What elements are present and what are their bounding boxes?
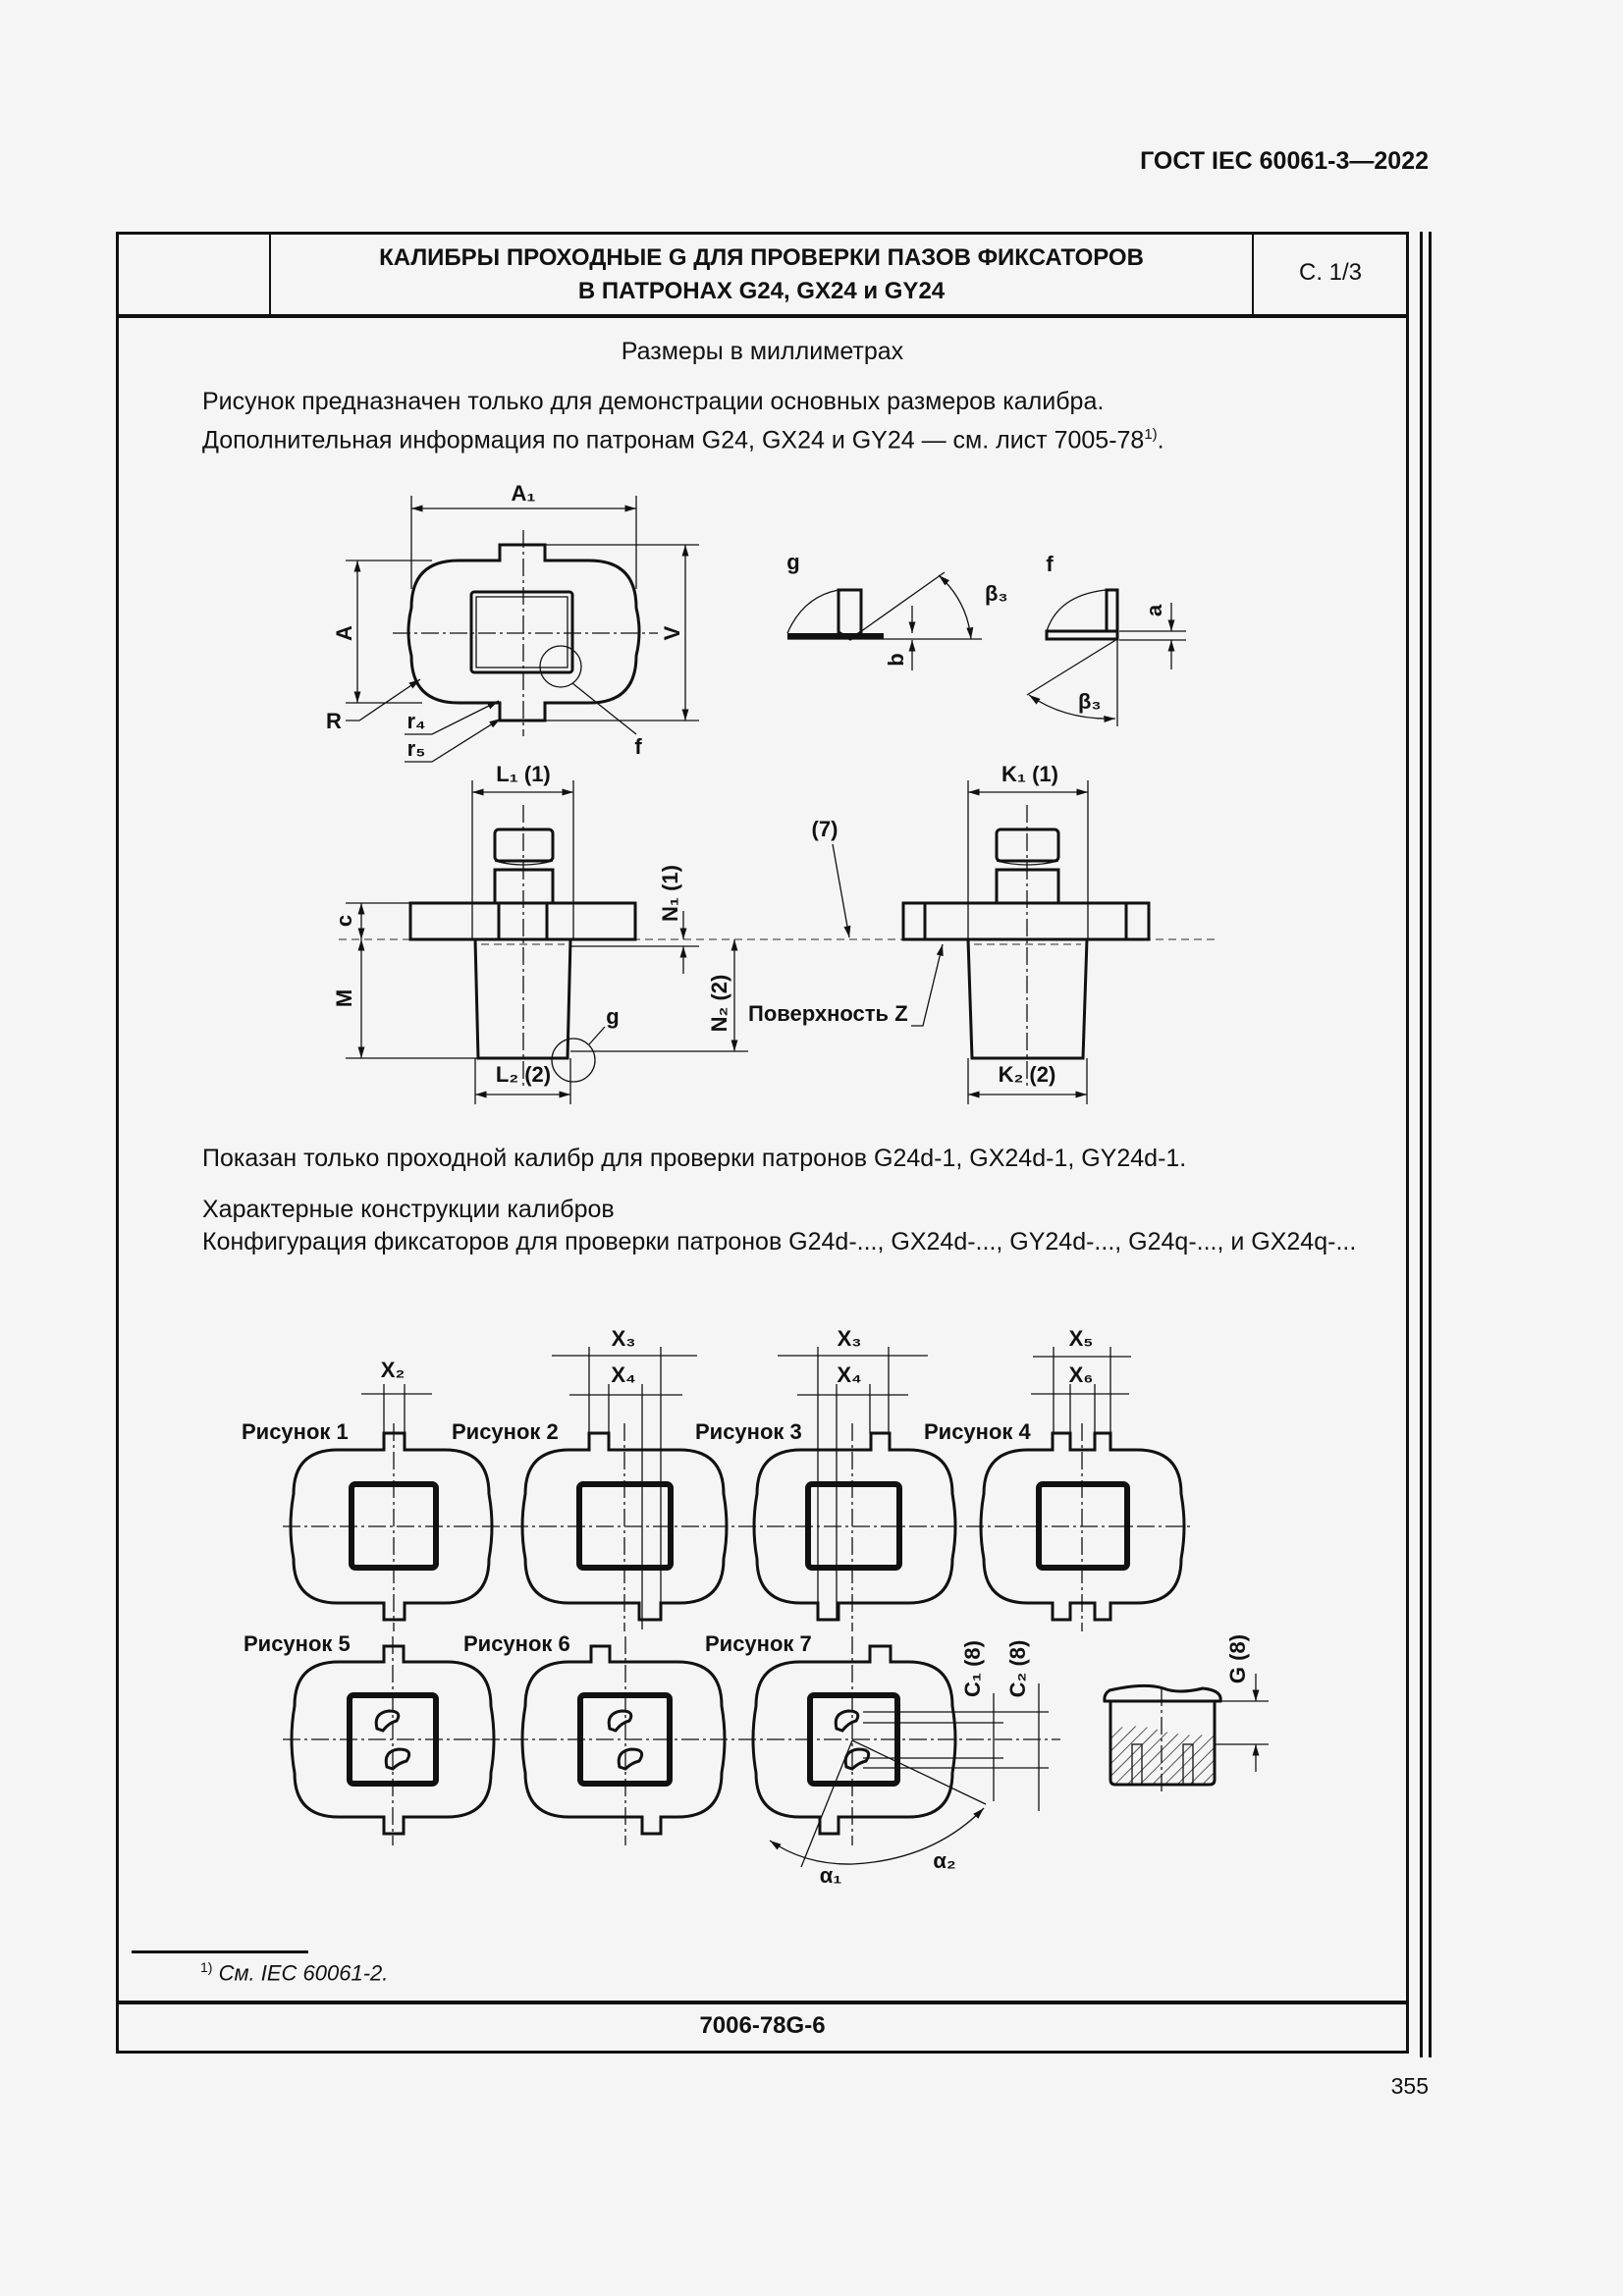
label-G: G (8) xyxy=(1225,1634,1250,1683)
intro-line-2-text: Дополнительная информация по патронам G2… xyxy=(202,426,1145,454)
detail-f: f β₃ a xyxy=(1026,552,1186,726)
label-R: R xyxy=(326,709,342,733)
figure-3-socket xyxy=(805,1481,902,1571)
label-beta3-g: β₃ xyxy=(985,581,1008,606)
frame-double-line xyxy=(1429,232,1432,2057)
footnote-separator xyxy=(132,1950,308,1953)
label-r4: r₄ xyxy=(406,709,425,733)
figure-3-outline xyxy=(752,1431,957,1622)
title-line-2: В ПАТРОНАХ G24, GX24 и GY24 xyxy=(577,278,946,304)
figure-1-outline xyxy=(289,1431,494,1622)
label-L2: L₂ (2) xyxy=(496,1062,551,1087)
page-number: 355 xyxy=(1390,2073,1429,2099)
square-socket-inner xyxy=(475,596,568,668)
figure-7-slot-upper xyxy=(834,1709,860,1733)
title-line-1: КАЛИБРЫ ПРОХОДНЫЕ G ДЛЯ ПРОВЕРКИ ПАЗОВ Ф… xyxy=(379,244,1144,271)
figure-4-socket xyxy=(1036,1481,1130,1571)
footer-row-divider xyxy=(116,2001,1409,2004)
sheet-number: С. 1/3 xyxy=(1298,259,1363,286)
caption-figure-2: Рисунок 2 xyxy=(452,1419,559,1444)
title-row-divider xyxy=(116,314,1409,318)
figure-7-socket xyxy=(807,1692,900,1787)
intro-line-2: Дополнительная информация по патронам G2… xyxy=(202,418,1164,456)
figure-4-outline xyxy=(979,1431,1186,1622)
label-f: f xyxy=(634,734,642,759)
label-N1: N₁ (1) xyxy=(658,865,682,922)
figure-6-slot-lower xyxy=(617,1747,644,1771)
label-g-circle: g xyxy=(606,1004,619,1029)
figure-7-slot-lower xyxy=(843,1747,871,1771)
title-column-divider xyxy=(1252,232,1254,317)
square-socket xyxy=(469,590,574,674)
figure-7-outline xyxy=(751,1644,957,1836)
label-X3-fig2: X₃ xyxy=(612,1326,636,1351)
label-alpha1: α₁ xyxy=(820,1863,842,1888)
detail-g-circle xyxy=(551,1038,596,1083)
shown-note: Показан только проходной калибр для пров… xyxy=(202,1145,1187,1172)
caption-figure-5: Рисунок 5 xyxy=(243,1631,351,1656)
caption-figure-6: Рисунок 6 xyxy=(463,1631,570,1656)
label-a: a xyxy=(1142,604,1166,616)
label-c: c xyxy=(332,915,356,927)
fixture-figures: Рисунок 1 Рисунок 2 Рисунок 3 Рисунок 4 … xyxy=(242,1326,1269,1888)
label-X4-fig3: X₄ xyxy=(837,1362,861,1387)
label-A1: A₁ xyxy=(512,481,536,506)
label-surface-z: Поверхность Z xyxy=(748,1001,908,1026)
label-detail-g: g xyxy=(786,550,799,574)
caption-figure-1: Рисунок 1 xyxy=(242,1419,349,1444)
figure-6-outline xyxy=(520,1644,727,1836)
gauge-outline xyxy=(406,543,641,722)
sheet-title: КАЛИБРЫ ПРОХОДНЫЕ G ДЛЯ ПРОВЕРКИ ПАЗОВ Ф… xyxy=(270,241,1253,308)
label-K1: K₁ (1) xyxy=(1001,762,1058,786)
figure-5-slot-lower xyxy=(384,1747,411,1771)
intro-line-1: Рисунок предназначен только для демонстр… xyxy=(202,388,1105,415)
gauge-side-view-left: L₁ (1) L₂ (2) c M N₁ (1) N₂ (2) g Поверх… xyxy=(332,762,1217,1104)
title-column-divider xyxy=(269,232,271,317)
constructions-heading: Характерные конструкции калибров xyxy=(202,1196,615,1223)
label-X5: X₅ xyxy=(1069,1326,1094,1351)
footnote-marker: 1) xyxy=(200,1959,213,1975)
gauge-side-view-right: K₁ (1) K₂ (2) xyxy=(901,762,1151,1104)
sheet-code: 7006-78G-6 xyxy=(699,2012,826,2039)
label-b: b xyxy=(884,653,908,666)
label-L1: L₁ (1) xyxy=(496,762,551,786)
label-ref-7: (7) xyxy=(812,817,839,841)
figure-5-outline xyxy=(290,1644,496,1836)
figure-2-outline xyxy=(520,1431,729,1622)
label-V: V xyxy=(660,625,684,640)
configuration-text: Конфигурация фиксаторов для проверки пат… xyxy=(202,1228,1357,1255)
label-beta3-f: β₃ xyxy=(1078,689,1102,714)
label-X6: X₆ xyxy=(1069,1362,1094,1387)
gauge-section-view: G (8) xyxy=(1103,1634,1269,1794)
intro-line-2-end: . xyxy=(1157,426,1164,454)
label-A: A xyxy=(332,625,356,641)
caption-figure-3: Рисунок 3 xyxy=(695,1419,802,1444)
frame-double-line xyxy=(1420,232,1423,2057)
figure-6-slot-upper xyxy=(607,1709,633,1733)
label-X3-fig3: X₃ xyxy=(838,1326,862,1351)
label-C2: C₂ (8) xyxy=(1005,1640,1030,1698)
detail-f-circle xyxy=(539,645,582,688)
label-alpha2: α₂ xyxy=(933,1848,955,1873)
standard-designation: ГОСТ IEC 60061-3—2022 xyxy=(1140,147,1429,175)
label-N2: N₂ (2) xyxy=(707,975,731,1033)
sheet-frame xyxy=(116,232,1409,2054)
footnote-reference: 1) xyxy=(1144,426,1158,443)
label-X2: X₂ xyxy=(381,1358,405,1382)
units-note: Размеры в миллиметрах xyxy=(621,338,904,365)
figure-5-slot-upper xyxy=(374,1709,401,1733)
label-r5: r₅ xyxy=(407,736,426,761)
gauge-top-view: A₁ A V f R r₄ r₅ xyxy=(326,481,699,763)
caption-figure-7: Рисунок 7 xyxy=(705,1631,812,1656)
caption-figure-4: Рисунок 4 xyxy=(924,1419,1032,1444)
label-detail-f: f xyxy=(1046,552,1054,576)
label-K2: K₂ (2) xyxy=(999,1062,1056,1087)
footnote: 1) См. IEC 60061-2. xyxy=(200,1959,388,1986)
label-X4-fig2: X₄ xyxy=(611,1362,635,1387)
label-M: M xyxy=(332,989,356,1007)
footnote-text: См. IEC 60061-2. xyxy=(218,1960,389,1986)
detail-g: g β₃ b xyxy=(786,550,1008,670)
label-C1: C₁ (8) xyxy=(960,1640,985,1697)
